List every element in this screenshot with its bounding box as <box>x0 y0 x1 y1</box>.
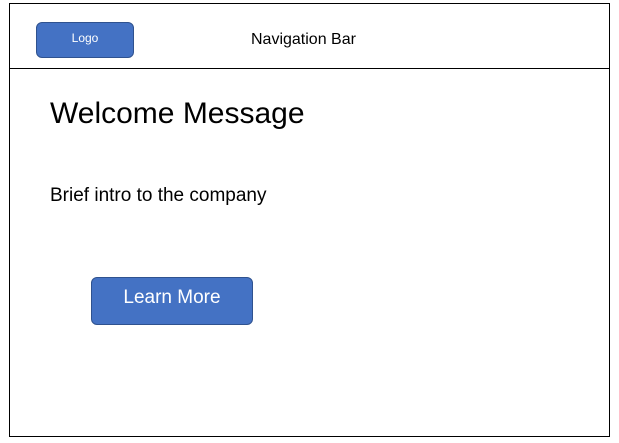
navigation-bar-title: Navigation Bar <box>251 31 356 48</box>
company-intro-text: Brief intro to the company <box>50 185 267 206</box>
page-frame: Logo Navigation Bar Welcome Message Brie… <box>9 3 610 437</box>
logo-button[interactable]: Logo <box>36 22 134 58</box>
navigation-bar: Logo Navigation Bar <box>10 4 609 69</box>
welcome-heading: Welcome Message <box>50 97 305 130</box>
learn-more-label: Learn More <box>123 287 221 308</box>
learn-more-button[interactable]: Learn More <box>91 277 253 325</box>
logo-label: Logo <box>71 31 99 45</box>
